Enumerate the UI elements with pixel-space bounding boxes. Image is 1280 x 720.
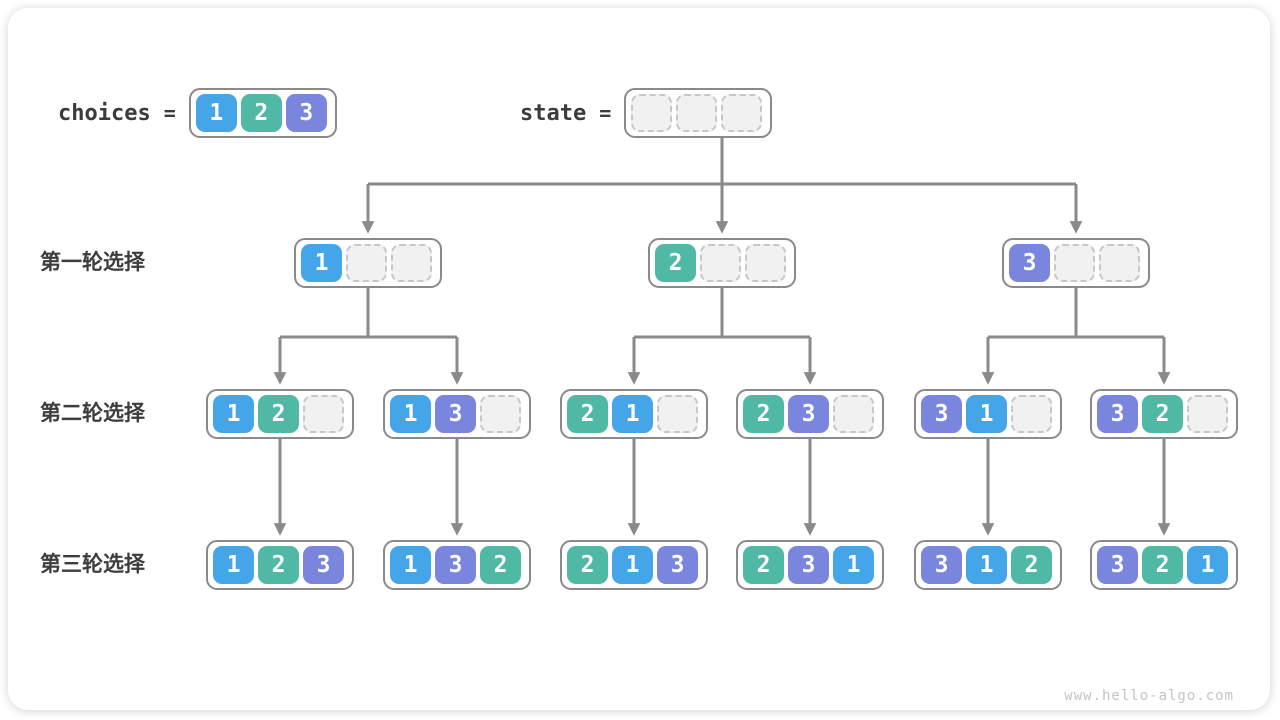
value-cell-2: 2	[567, 395, 608, 433]
state-node-round1-2: 2	[648, 238, 796, 288]
value-cell-1: 1	[301, 244, 342, 282]
value-cell-3: 3	[788, 546, 829, 584]
value-cell-2: 2	[743, 546, 784, 584]
empty-slot	[346, 244, 387, 282]
state-array-box	[624, 88, 773, 138]
value-cell-1: 1	[833, 546, 874, 584]
choices-equals-sign: =	[163, 101, 176, 125]
state-equals-sign: =	[599, 101, 612, 125]
value-cell-1: 1	[213, 546, 254, 584]
state-node-round1-1: 1	[294, 238, 442, 288]
value-cell-3: 3	[1009, 244, 1050, 282]
empty-slot	[745, 244, 786, 282]
value-cell-1: 1	[195, 94, 237, 132]
empty-slot	[833, 395, 874, 433]
empty-slot	[303, 395, 344, 433]
value-cell-1: 1	[612, 395, 653, 433]
value-cell-2: 2	[480, 546, 521, 584]
empty-slot	[721, 94, 763, 132]
round-1-label: 第一轮选择	[40, 251, 145, 274]
empty-slot	[676, 94, 718, 132]
empty-slot	[1054, 244, 1095, 282]
value-cell-1: 1	[213, 395, 254, 433]
empty-slot	[391, 244, 432, 282]
round-2-label: 第二轮选择	[40, 402, 145, 425]
value-cell-2: 2	[655, 244, 696, 282]
value-cell-1: 1	[966, 546, 1007, 584]
round-3-label: 第三轮选择	[40, 553, 145, 576]
empty-slot	[700, 244, 741, 282]
value-cell-1: 1	[1187, 546, 1228, 584]
value-cell-2: 2	[1142, 395, 1183, 433]
empty-slot	[1099, 244, 1140, 282]
choices-label: choices	[58, 100, 151, 126]
value-cell-2: 2	[1011, 546, 1052, 584]
value-cell-3: 3	[435, 546, 476, 584]
value-cell-1: 1	[390, 395, 431, 433]
value-cell-1: 1	[966, 395, 1007, 433]
value-cell-3: 3	[788, 395, 829, 433]
value-cell-3: 3	[1097, 395, 1138, 433]
empty-slot	[631, 94, 673, 132]
empty-slot	[1011, 395, 1052, 433]
state-label: state	[520, 100, 587, 126]
value-cell-2: 2	[258, 395, 299, 433]
value-cell-2: 2	[567, 546, 608, 584]
value-cell-1: 1	[390, 546, 431, 584]
empty-slot	[1187, 395, 1228, 433]
value-cell-3: 3	[1097, 546, 1138, 584]
state-header: state =	[520, 88, 773, 138]
website-watermark: www.hello-algo.com	[1064, 688, 1234, 704]
value-cell-3: 3	[303, 546, 344, 584]
value-cell-1: 1	[612, 546, 653, 584]
empty-slot	[657, 395, 698, 433]
value-cell-2: 2	[258, 546, 299, 584]
value-cell-2: 2	[743, 395, 784, 433]
value-cell-3: 3	[435, 395, 476, 433]
value-cell-3: 3	[657, 546, 698, 584]
value-cell-2: 2	[1142, 546, 1183, 584]
state-node-round1-3: 3	[1002, 238, 1150, 288]
empty-slot	[480, 395, 521, 433]
value-cell-2: 2	[240, 94, 282, 132]
value-cell-3: 3	[921, 395, 962, 433]
value-cell-3: 3	[285, 94, 327, 132]
value-cell-3: 3	[921, 546, 962, 584]
